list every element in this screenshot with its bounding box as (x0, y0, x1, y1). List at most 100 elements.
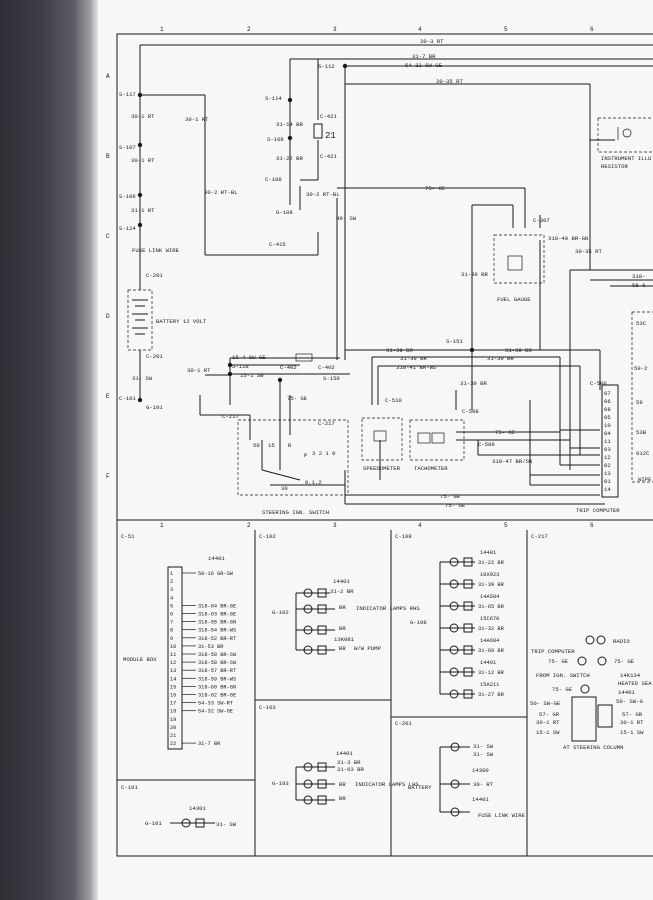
from-ignition-label: FROM IGN. SWITCH (536, 672, 590, 679)
wire-label: 318-40 BR-GN (548, 235, 588, 242)
wire-label: 318-47 BR/SW (492, 458, 533, 465)
col-label: 4 (418, 26, 422, 33)
terminal-crimp (463, 557, 473, 567)
wire-label: 31-65 BR (478, 604, 505, 610)
splice-label: S-108 (267, 136, 284, 143)
wires (139, 44, 653, 505)
radio-label: RADIO (613, 638, 630, 645)
pin-label: 53C (636, 320, 647, 327)
wire-label: 318-63 BR-GE (198, 612, 236, 618)
panel-title: C-108 (395, 533, 412, 540)
wire-label: 30-1 RT (187, 367, 211, 374)
pin-number: 04 (604, 430, 611, 437)
ground-label: G-103 (272, 780, 289, 787)
wiper-label: WIPE (638, 476, 652, 483)
splice-label: S-107 (119, 144, 136, 151)
part-number: 14401 (336, 750, 353, 757)
ground-label: G-108 (410, 619, 427, 626)
wire-label: 31- SW (216, 821, 237, 828)
connector-label: C-217 (222, 413, 239, 420)
ring-terminal (449, 645, 459, 655)
connector-label: C-509 (478, 441, 495, 448)
col-label: 1 (160, 26, 164, 33)
wire-label: 31-22 BR (276, 155, 303, 162)
pin-number: 10 (170, 644, 176, 650)
ignition-switch-label: STEERING IGN. SWITCH (262, 509, 329, 516)
pin-label: 59 (636, 399, 643, 406)
battery-symbol (127, 270, 153, 400)
indicator-lamps-label: INDICATOR LAMPS RHS (356, 605, 420, 612)
pin-number: 15 (170, 684, 176, 690)
pin-number: 9 (170, 636, 173, 642)
col-label: 1 (160, 522, 164, 529)
terminal-crimp (463, 689, 473, 699)
wire-label: 31-39 BR (487, 355, 514, 362)
pin-number: 2 (170, 579, 173, 585)
module-box-label: MODULE BOX (123, 656, 157, 663)
wire-label: 30-2 RT-BL (306, 191, 340, 198)
pin-number: 03 (604, 446, 611, 453)
washer-pump-label: W/W PUMP (354, 645, 381, 652)
row-index: A B C D E F (106, 73, 110, 480)
wire-label: 31-22 BR (478, 560, 505, 566)
connector-panels (117, 530, 528, 856)
wire-label: 31-39 BR (478, 582, 505, 588)
steering-column-label: AT STEERING COLUMN (563, 744, 623, 751)
pin-number: 6 (170, 612, 173, 618)
wire-label: 49- SW (336, 215, 357, 222)
terminal-crimp (463, 667, 473, 677)
panel-title: C-101 (121, 784, 138, 791)
wire-label: 50- SW-G (616, 698, 643, 705)
resistor-label: RESISTOR (601, 163, 628, 170)
wire-label: 54-32 SW-GE (198, 709, 233, 715)
connector-label: C-307 (533, 217, 550, 224)
panel-title: C-201 (395, 720, 412, 727)
part-number: 14401 (333, 578, 350, 585)
battery-label: BATTERY (408, 784, 432, 791)
wire-label: 58-16 GR-SW (198, 571, 234, 577)
wire-label: 57- GR (622, 711, 643, 718)
connector-label: C-108 (265, 176, 282, 183)
panel-title: C-51 (121, 533, 135, 540)
pin-number: 02 (604, 462, 611, 469)
wire-label: 318-60 BR-GN (198, 684, 236, 690)
pin-number: 13 (604, 470, 611, 477)
part-number: 14401 (480, 660, 496, 666)
wire-label: 318-62 BR-GE (198, 693, 236, 699)
pin-number: 21 (170, 733, 176, 739)
wire-label: 30-3 RT (420, 38, 444, 45)
wire-label: 31-14 BR (276, 121, 303, 128)
connector-label: C-402 (318, 364, 335, 371)
wire-label: 54-33 SW-RT (198, 701, 233, 707)
connector-label: C-201 (146, 272, 163, 279)
trip-computer-label: TRIP COMPUTER (576, 507, 620, 514)
c102-panel: C-102 14401 31-2 BR G-102 BR BR INDICATO… (259, 533, 420, 655)
panel-title: C-102 (259, 533, 276, 540)
part-number: 14300 (472, 767, 489, 774)
col-label: 4 (418, 522, 422, 529)
wire-label: 31-27 BR (478, 692, 505, 698)
col-label: 5 (504, 522, 508, 529)
splice-label: S-151 (446, 338, 463, 345)
splice-label: S-124 (119, 225, 136, 232)
splice-label: S-118 (232, 363, 249, 370)
wire-label: 30-1 RT (185, 116, 209, 123)
part-number: 14401 (618, 689, 635, 696)
terminal-crimp (463, 601, 473, 611)
diagram-frame (116, 33, 653, 857)
pin-number: 8 (170, 628, 173, 634)
c101-panel: C-101 14301 G-101 31- SW (121, 784, 237, 828)
part-number: 14K134 (620, 672, 641, 679)
junctions (137, 63, 475, 403)
c201-panel: C-201 BATTERY 31- SW 31- SW 14300 30- RT… (395, 720, 526, 819)
part-number: 15A211 (480, 682, 499, 688)
indicator-lamps-label: INDICATOR LAMPS LHS (355, 781, 419, 788)
ground-label: G-101 (146, 404, 163, 411)
wire-label: 30-1 RT (620, 719, 644, 726)
wire-label: 30- RT (473, 781, 494, 788)
book-binding-shadow (0, 0, 98, 900)
connector-label: C-421 (320, 113, 337, 120)
pin-number: 10 (604, 422, 611, 429)
wire-label: 30-2 RT-BL (204, 189, 238, 196)
